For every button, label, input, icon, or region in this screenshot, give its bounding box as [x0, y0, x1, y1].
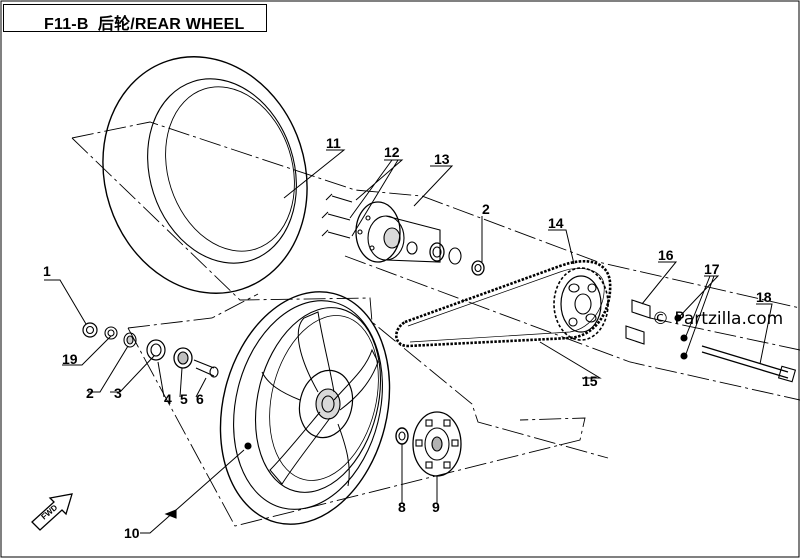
diagram-title: F11-B 后轮/REAR WHEEL	[44, 10, 244, 34]
fwd-label: FWD	[40, 503, 60, 522]
rear-axle	[701, 345, 797, 383]
callout-labels: 1 19 2 3 4 5 6 8 9 10 11 12 13 2 14 15 1…	[43, 135, 772, 541]
callout-15: 15	[582, 373, 598, 389]
watermark: © Partzilla.com	[652, 309, 783, 329]
drive-chain	[395, 259, 612, 348]
chain-adjusters	[625, 299, 688, 360]
forward-arrow-icon	[31, 493, 73, 531]
rear-sprocket	[553, 267, 609, 341]
title-name: 后轮/REAR WHEEL	[97, 16, 245, 33]
sprocket-bolts	[321, 193, 353, 239]
cush-drive-hub	[395, 411, 462, 477]
left-bearing-stack	[82, 322, 219, 378]
callout-6: 6	[196, 391, 204, 407]
assembly-envelope	[71, 121, 800, 527]
callout-12: 12	[384, 144, 400, 160]
callout-9: 9	[432, 499, 440, 515]
callout-1: 1	[43, 263, 51, 279]
spacer-right	[471, 260, 485, 276]
callout-2-right: 2	[482, 201, 490, 217]
valve-stem	[164, 442, 252, 519]
callout-16: 16	[658, 247, 674, 263]
title-code: F11-B	[44, 16, 89, 33]
callout-17: 17	[704, 261, 720, 277]
callout-8: 8	[398, 499, 406, 515]
callout-13: 13	[434, 151, 450, 167]
title-box: F11-B 后轮/REAR WHEEL	[3, 4, 267, 34]
callout-3: 3	[114, 385, 122, 401]
wheel-hub	[298, 369, 354, 439]
tire	[102, 56, 308, 294]
callout-leaders	[44, 149, 773, 534]
wheel-rim	[219, 291, 391, 525]
callout-11: 11	[326, 135, 341, 151]
callout-19: 19	[62, 351, 78, 367]
callout-14: 14	[548, 215, 564, 231]
callout-5: 5	[180, 391, 188, 407]
callout-18: 18	[756, 289, 772, 305]
callout-4: 4	[164, 391, 172, 407]
callout-2-left: 2	[86, 385, 94, 401]
callout-10: 10	[124, 525, 140, 541]
sprocket-carrier	[355, 201, 462, 265]
